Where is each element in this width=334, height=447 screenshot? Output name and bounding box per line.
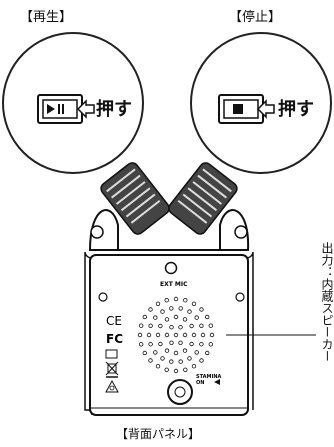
grille-hole: [138, 342, 144, 347]
grille-hole: [164, 298, 169, 303]
on-label: ON: [196, 380, 204, 386]
rohs-icon: [105, 349, 118, 359]
grille-hole: [178, 359, 183, 364]
grille-hole: [178, 306, 183, 311]
grille-hole: [200, 332, 206, 338]
arrow-icon: [214, 379, 220, 385]
fc-mark: FC: [106, 332, 123, 346]
grille-hole: [208, 323, 213, 328]
grille-hole: [160, 309, 165, 314]
grille-hole: [160, 356, 165, 361]
stop-icon: [233, 104, 243, 114]
grille-hole: [169, 359, 174, 364]
grille-hole: [146, 332, 152, 338]
grille-hole: [158, 341, 163, 347]
grille-hole: [199, 323, 204, 328]
grille-hole: [173, 332, 179, 338]
grille-hole: [169, 340, 174, 345]
pause-icon: [58, 104, 60, 114]
xy-microphone: [100, 162, 238, 235]
grille-hole: [153, 315, 158, 320]
warning-icon: [105, 379, 119, 393]
play-press-text: 押す: [96, 99, 132, 120]
stop-button[interactable]: [218, 94, 264, 124]
grille-hole: [164, 332, 170, 338]
ce-mark: CE: [106, 314, 122, 328]
speaker-grille: [137, 296, 215, 374]
mount-hole: [164, 261, 178, 275]
stop-label: 【停止】: [229, 10, 282, 25]
grille-hole: [138, 323, 144, 328]
grille-hole: [178, 325, 183, 330]
grille-hole: [194, 315, 199, 320]
grille-hole: [164, 317, 170, 322]
play-pause-button[interactable]: [37, 94, 83, 124]
grille-hole: [148, 358, 153, 363]
weee-bin-icon: [105, 361, 119, 378]
grille-hole: [153, 350, 158, 355]
stamina-label: STAMINA: [196, 374, 222, 380]
grille-hole: [204, 314, 210, 320]
grille-hole: [142, 314, 147, 320]
grille-hole: [187, 309, 192, 314]
grille-hole: [182, 348, 188, 353]
screw: [98, 292, 108, 302]
grille-hole: [199, 307, 204, 312]
press-arrow-icon: [256, 99, 275, 119]
speaker-callout-text: 出力：内蔵スピーカー: [320, 242, 334, 362]
grille-hole: [208, 342, 213, 347]
press-arrow-icon: [76, 99, 95, 119]
grille-hole: [142, 350, 147, 356]
screw: [235, 292, 245, 302]
screw: [234, 225, 248, 239]
grille-hole: [164, 367, 169, 372]
rear-panel-label: 【背面パネル】: [116, 427, 201, 441]
ext-mic-label: EXT MIC: [160, 281, 188, 288]
grille-hole: [191, 332, 197, 338]
grille-hole: [173, 350, 179, 356]
grille-hole: [148, 342, 153, 347]
grille-hole: [191, 364, 197, 369]
grille-hole: [148, 307, 153, 312]
mic-guard: [88, 209, 250, 251]
grille-hole: [183, 367, 188, 372]
grille-hole: [199, 358, 204, 363]
grille-hole: [155, 332, 161, 338]
stop-callout-circle: [190, 32, 332, 174]
grille-hole: [191, 301, 197, 306]
screw: [90, 225, 104, 239]
grille-hole: [173, 368, 179, 374]
grille-hole: [183, 298, 188, 303]
grille-hole: [137, 332, 143, 338]
play-icon: [47, 104, 55, 114]
grille-hole: [182, 332, 188, 338]
grille-hole: [169, 325, 174, 330]
grille-hole: [173, 314, 179, 320]
grille-hole: [164, 348, 170, 353]
grille-hole: [148, 323, 153, 328]
grille-hole: [209, 332, 215, 338]
grille-hole: [173, 296, 179, 302]
grille-hole: [204, 350, 210, 356]
stop-press-text: 押す: [278, 99, 314, 120]
grille-hole: [189, 323, 194, 329]
grille-hole: [155, 301, 161, 306]
grille-hole: [178, 340, 183, 345]
grille-hole: [169, 306, 174, 311]
grille-hole: [182, 317, 188, 322]
grille-hole: [155, 364, 161, 369]
grille-hole: [158, 323, 163, 329]
grille-hole: [189, 341, 194, 347]
play-callout-circle: [2, 32, 144, 174]
play-label: 【再生】: [20, 10, 73, 25]
grille-hole: [199, 342, 204, 347]
grille-hole: [187, 356, 192, 361]
grille-hole: [194, 350, 199, 355]
